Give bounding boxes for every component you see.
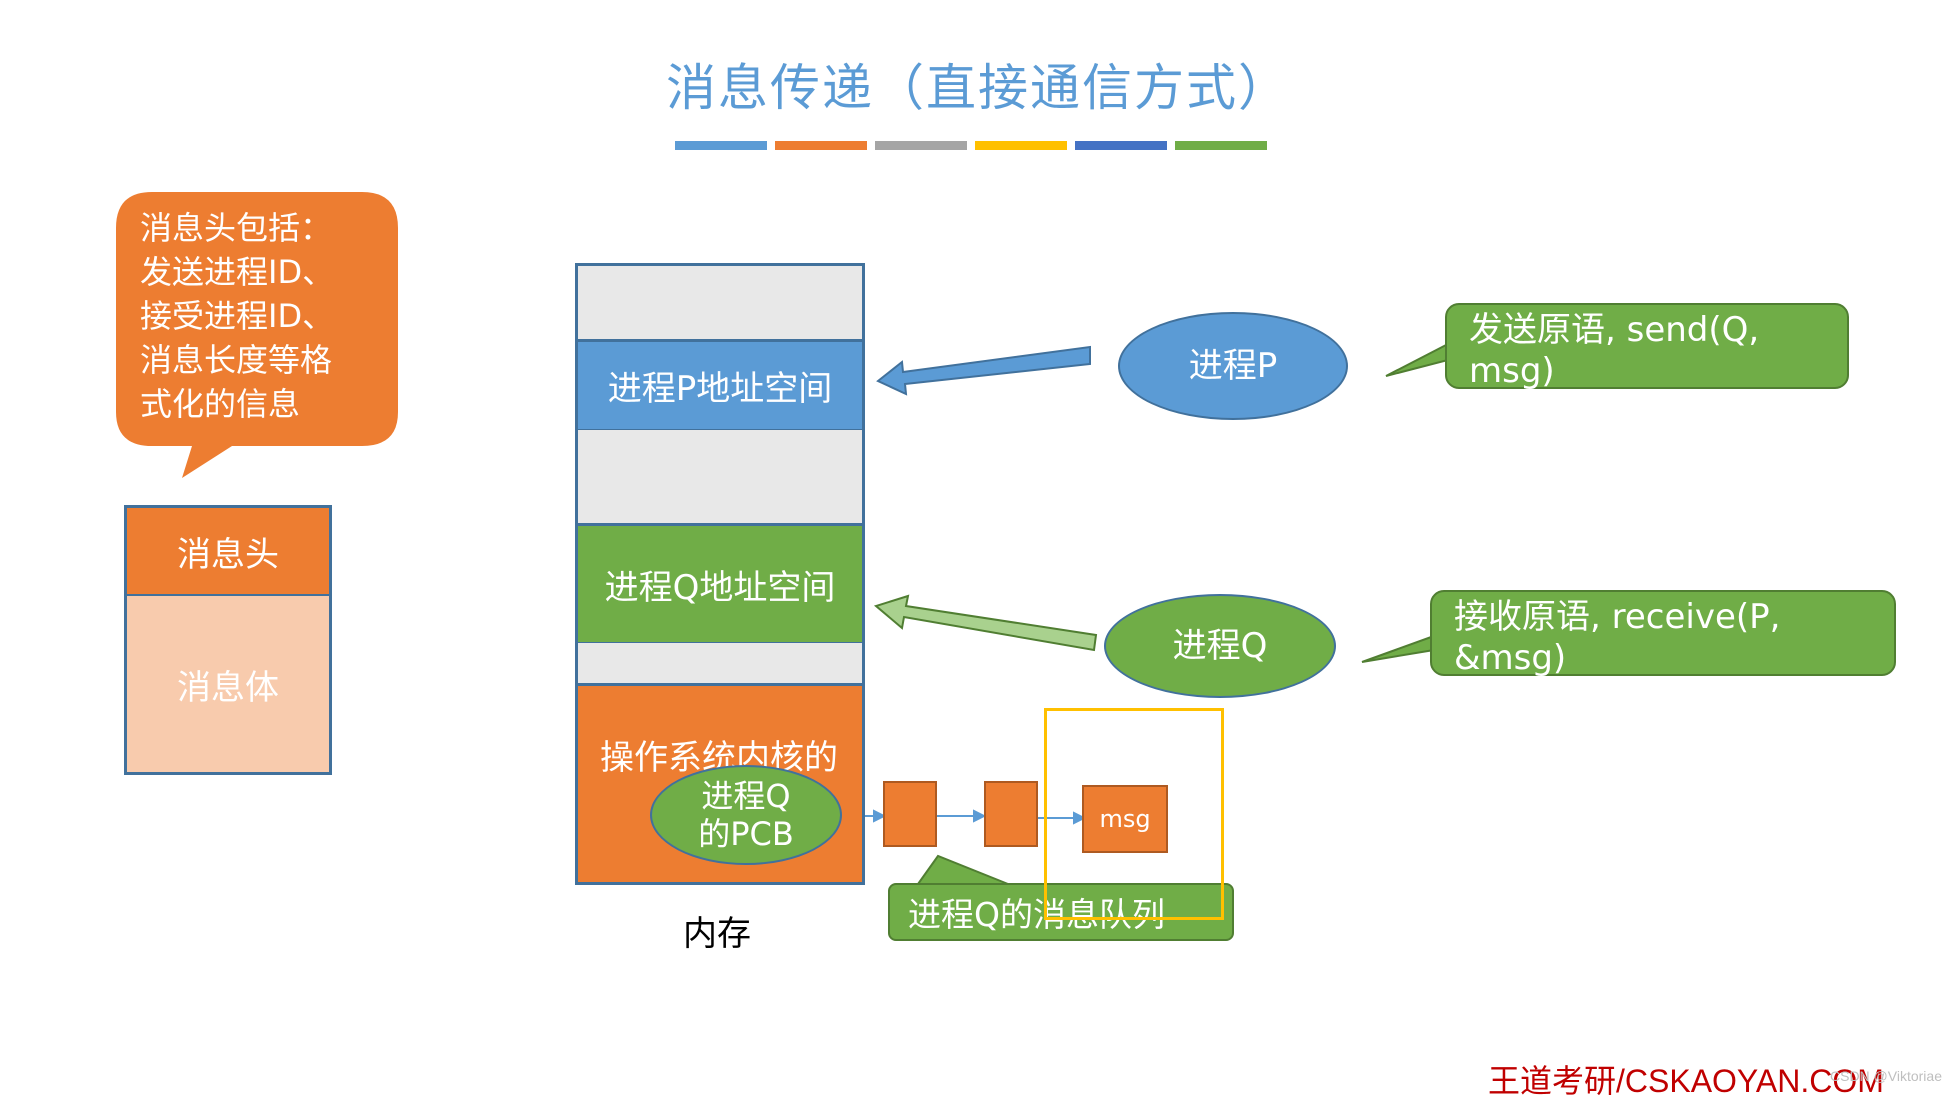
highlight-frame (1044, 708, 1224, 920)
color-bar (1075, 141, 1167, 150)
queue-msg-node: msg (1082, 785, 1168, 853)
header-callout-text: 消息头包括： 发送进程ID、 接受进程ID、 消息长度等格 式化的信息 (140, 209, 335, 423)
process-p-address-space: 进程P地址空间 (575, 339, 865, 432)
pcb-label-line1: 进程Q (701, 777, 791, 815)
header-callout-shape (116, 192, 398, 478)
message-header-block: 消息头 (124, 505, 332, 595)
page-title: 消息传递（直接通信方式） (666, 59, 1290, 117)
footer-brand: 王道考研/CSKAOYAN.COM (1488, 1063, 1884, 1099)
memory-gray-block (575, 263, 865, 341)
pcb-label-line2: 的PCB (698, 815, 794, 853)
memory-caption: 内存 (683, 914, 751, 954)
send-primitive-callout: 发送原语, send(Q, msg) (1445, 303, 1849, 391)
message-body-block: 消息体 (124, 594, 332, 775)
receive-callout-tail (1361, 634, 1435, 663)
message-queue-caption: 进程Q的消息队列 (888, 883, 1234, 941)
process-p-node: 进程P (1118, 312, 1348, 420)
color-bar (975, 141, 1067, 150)
queue-message-node (883, 781, 937, 847)
footer-watermark: CSDN @Viktoriae (1830, 1068, 1942, 1084)
receive-primitive-callout: 接收原语, receive(P, &msg) (1430, 590, 1896, 678)
arrow-q-to-space (873, 594, 1098, 652)
queue-callout-tail (916, 854, 1009, 885)
process-q-pcb: 进程Q 的PCB (650, 765, 842, 865)
memory-gray-block (575, 643, 865, 685)
memory-gray-block (575, 430, 865, 525)
send-callout-tail (1385, 342, 1449, 377)
color-bar (675, 141, 767, 150)
arrow-p-to-space (876, 345, 1091, 396)
process-q-node: 进程Q (1104, 594, 1336, 698)
process-q-address-space: 进程Q地址空间 (575, 523, 865, 645)
color-bar (1175, 141, 1267, 150)
color-bar (875, 141, 967, 150)
queue-message-node (984, 781, 1038, 847)
color-bar (775, 141, 867, 150)
